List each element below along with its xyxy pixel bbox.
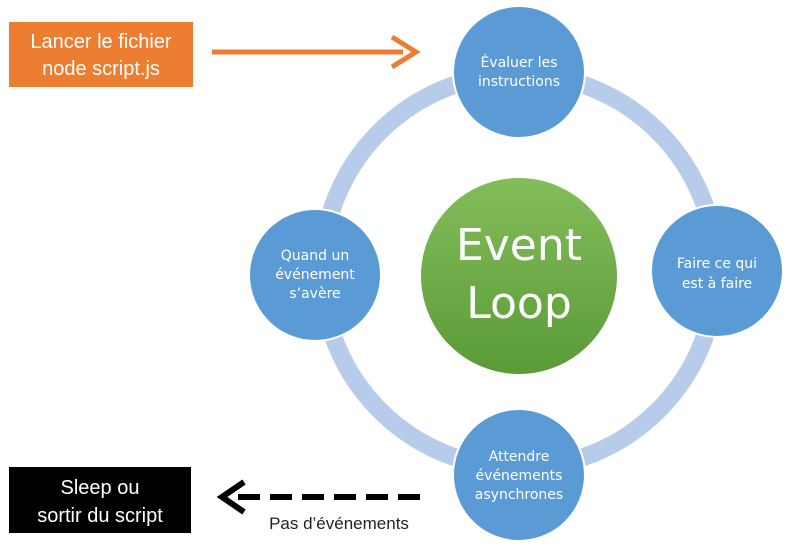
node-do-work-line-1: Faire ce qui (677, 256, 757, 272)
node-evaluate-line-2: instructions (478, 74, 560, 90)
exit-edge-label: Pas d’événements (269, 514, 409, 533)
node-do-work: Faire ce qui est à faire (650, 204, 784, 338)
event-loop-center: Event Loop (421, 178, 617, 374)
start-box: Lancer le fichier node script.js (9, 22, 193, 87)
center-line-2: Loop (466, 278, 572, 329)
node-evaluate: Évaluer les instructions (452, 5, 586, 139)
node-event-occurs-line-2: événement (275, 267, 355, 283)
node-wait-events-line-3: asynchrones (475, 487, 563, 503)
center-line-1: Event (456, 220, 582, 271)
node-wait-events-line-1: Attendre (489, 449, 550, 465)
start-arrow (212, 34, 421, 70)
node-event-occurs-line-3: s’avère (289, 286, 340, 302)
start-box-line-2: node script.js (42, 58, 160, 80)
end-box-line-1: Sleep ou (61, 477, 140, 499)
end-box: Sleep ou sortir du script (9, 467, 191, 533)
node-wait-events-line-2: événements (476, 468, 563, 484)
node-wait-events: Attendre événements asynchrones (452, 408, 586, 542)
start-box-line-1: Lancer le fichier (30, 31, 172, 53)
node-evaluate-line-1: Évaluer les (480, 54, 557, 71)
node-do-work-line-2: est à faire (682, 276, 752, 292)
end-box-line-2: sortir du script (37, 505, 163, 527)
node-event-occurs: Quand un événement s’avère (248, 208, 382, 342)
node-event-occurs-line-1: Quand un (281, 248, 349, 264)
exit-arrow (216, 479, 420, 515)
